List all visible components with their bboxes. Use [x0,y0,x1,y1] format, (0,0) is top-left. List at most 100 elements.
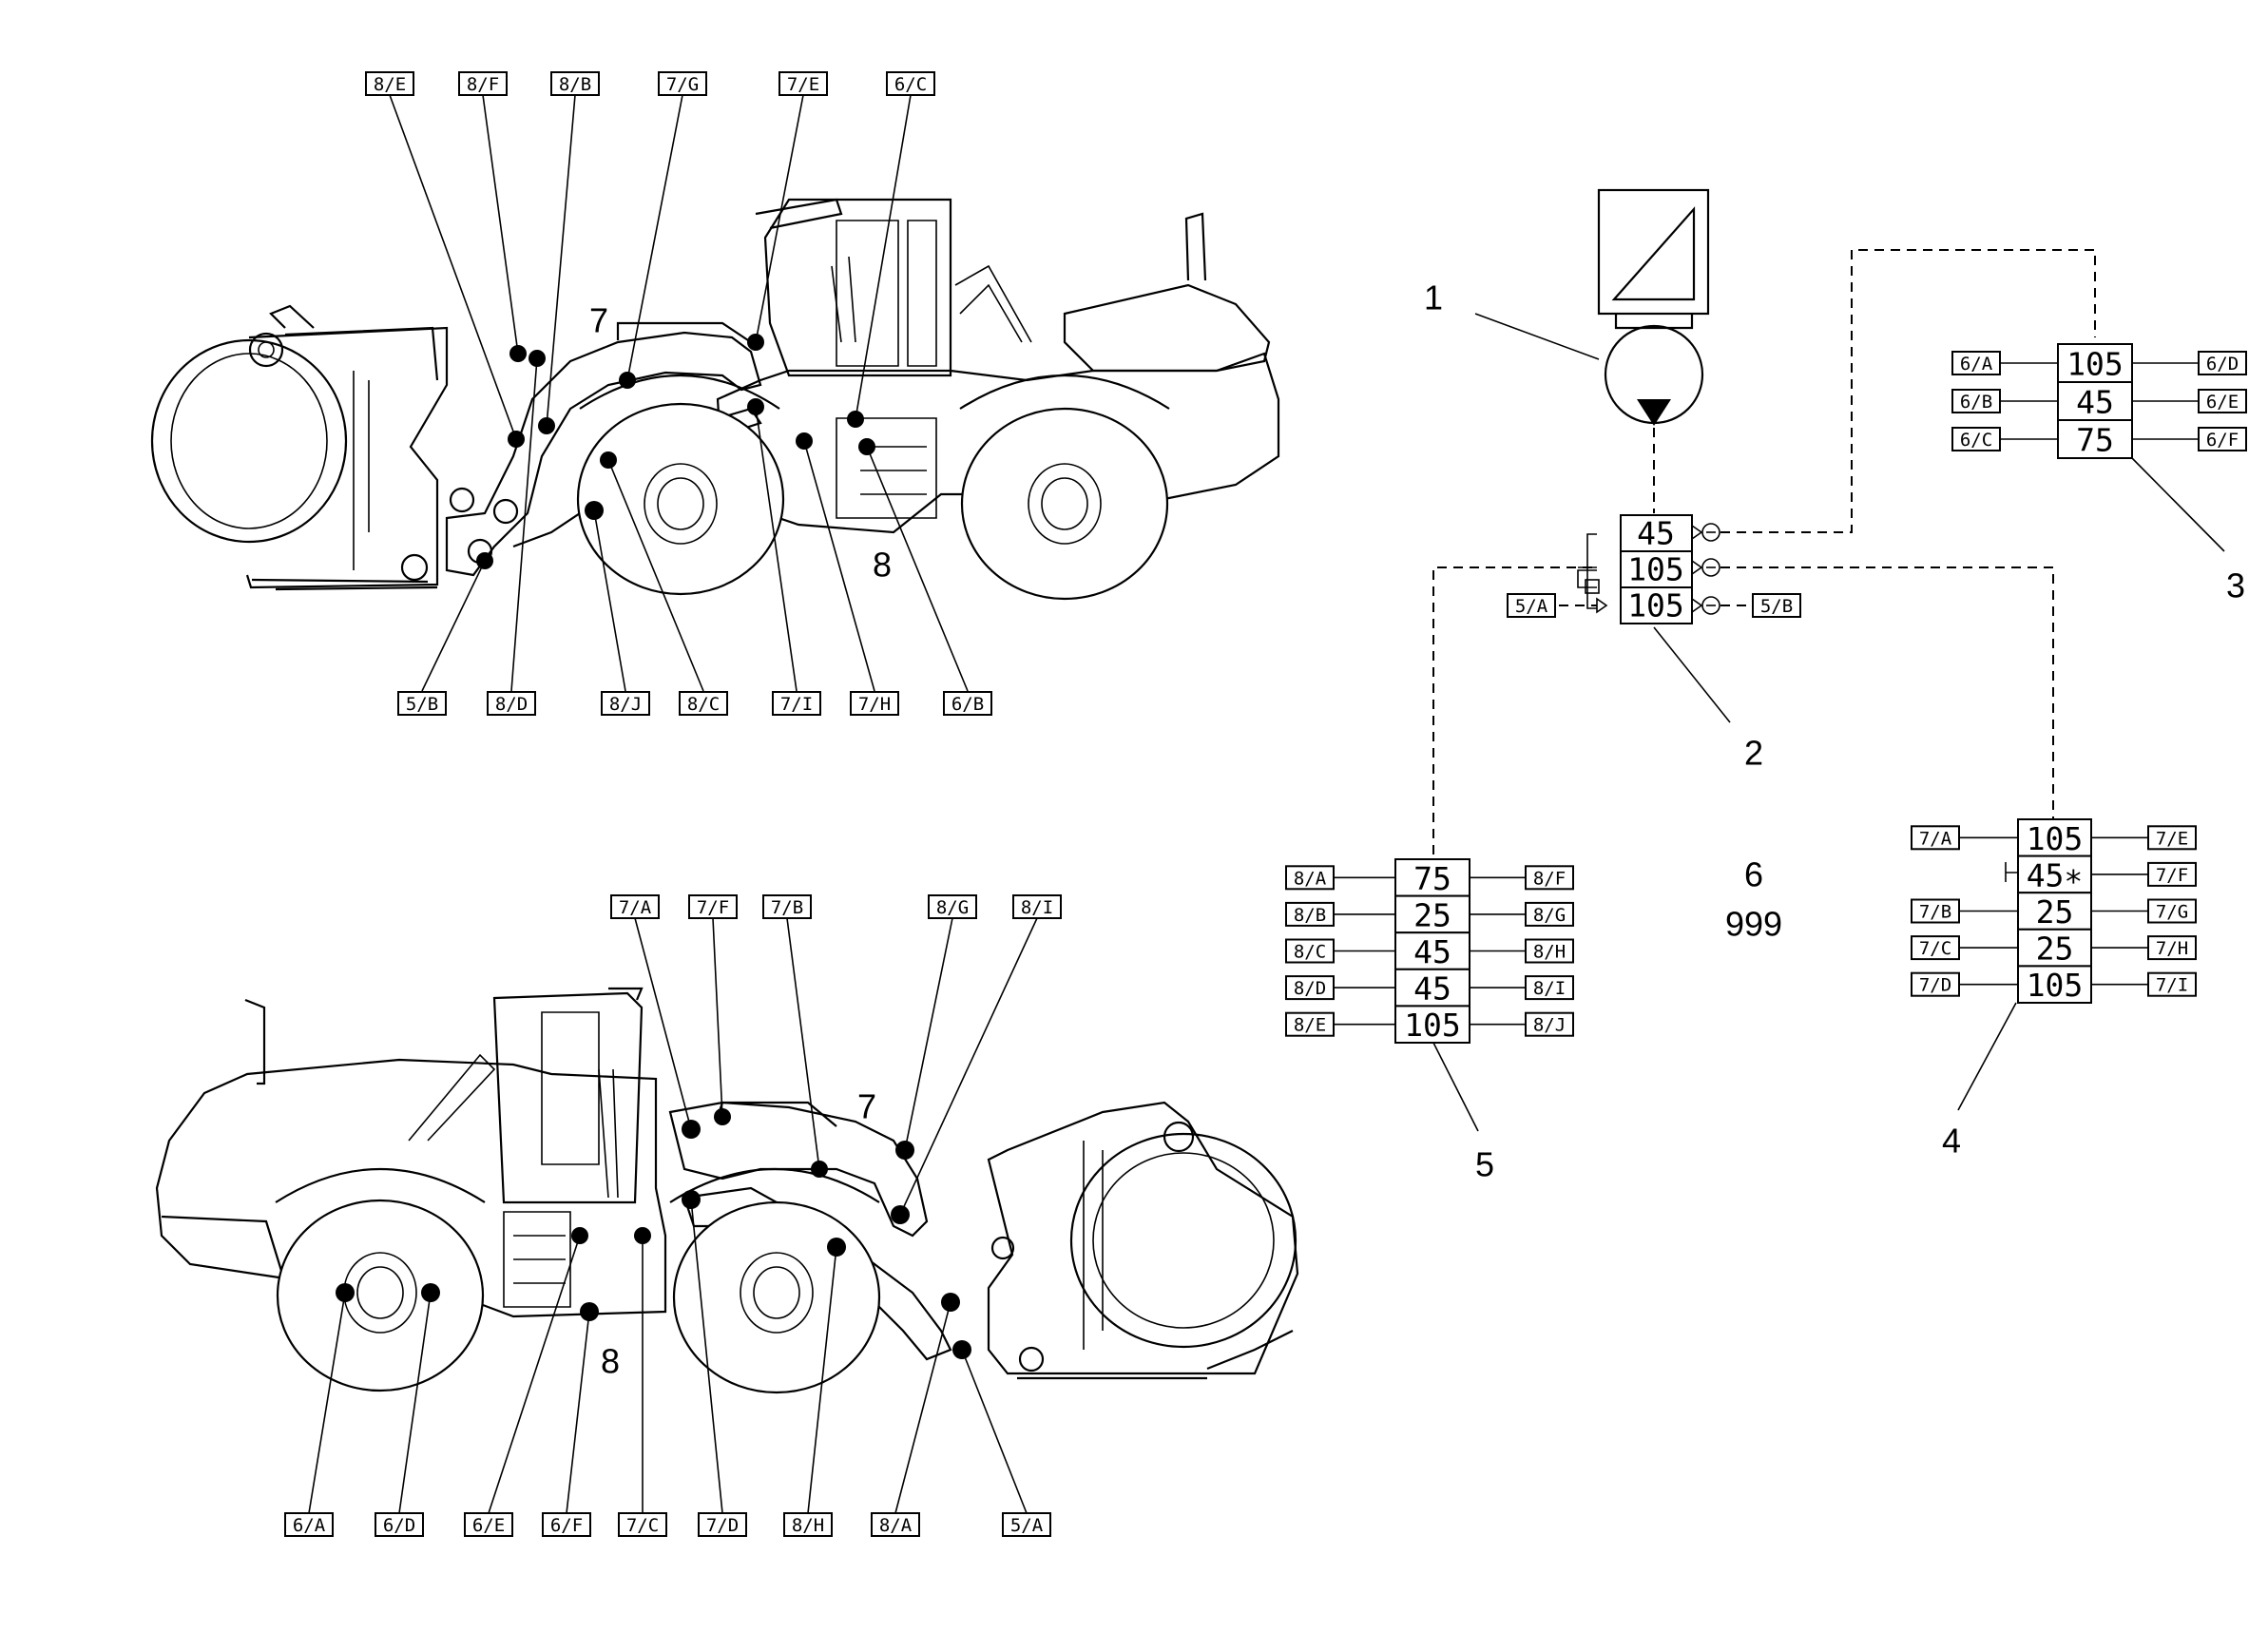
block_3-left-label: 6/C [1951,427,2001,451]
manifold-value: 105 [1627,587,1684,624]
top-callout-7: 7 [589,301,608,340]
top-leaders [389,94,969,692]
ref-label-text: 6/B [951,694,984,715]
block_4-right-label-text: 7/G [2156,902,2188,923]
block_4-cell: 105 [2017,818,2092,857]
ref-label: 6/E [464,1512,513,1537]
block_3-cell: 45 [2057,381,2133,421]
ref-label-text: 6/A [293,1515,326,1536]
ref-label-text: 7/G [666,74,699,95]
ref-label: 7/C [618,1512,667,1537]
ref-label-text: 8/B [559,74,591,95]
block_5-left-label-text: 8/A [1294,868,1327,889]
manifold-right-label-text: 5/B [1760,596,1793,617]
block_3-cell: 105 [2057,343,2133,383]
block_4-value: 45∗ [2027,856,2084,893]
block_3-left-label: 6/B [1951,389,2001,413]
block_4-value: 25 [2036,893,2074,931]
block_4-cell: 25 [2017,928,2092,968]
block_3-right-label-text: 6/D [2206,354,2239,374]
ref-label-text: 7/B [771,897,803,918]
manifold-cell: 45 [1620,514,1693,552]
ref-label-text: 8/D [495,694,528,715]
callout-4: 4 [1942,1122,1961,1161]
block_5-left-label: 8/D [1285,975,1335,1001]
manifold-cell: 105 [1620,550,1693,588]
block_4-right-label-text: 7/F [2156,865,2188,886]
block_5-right-label-text: 8/H [1533,942,1566,963]
bottom-callout-8: 8 [601,1342,620,1381]
block_5-left-label: 8/C [1285,938,1335,964]
top-callout-8: 8 [873,546,892,585]
block_4-left-label-text: 7/B [1919,902,1951,923]
bottom-callout-7: 7 [857,1087,876,1126]
block_3-value: 105 [2066,346,2124,383]
ref-label: 6/C [886,71,935,96]
ref-label-text: 6/C [894,74,927,95]
block_5-value: 25 [1413,896,1451,933]
block_5-cell: 75 [1394,858,1470,897]
ref-label: 8/D [487,691,536,716]
block_5-cell: 105 [1394,1005,1470,1044]
block_5-value: 75 [1413,860,1451,897]
ref-label: 5/B [397,691,447,716]
ref-label-text: 7/A [619,897,652,918]
block_5-right-label: 8/F [1525,865,1574,891]
block_4-right-label: 7/I [2147,971,2197,997]
manifold-value: 105 [1627,551,1684,588]
block_5-right-label: 8/J [1525,1011,1574,1037]
block_3-left-label-text: 6/A [1960,354,1993,374]
ref-label: 7/G [658,71,707,96]
block_5-left-label: 8/A [1285,865,1335,891]
block_5-right-label: 8/I [1525,975,1574,1001]
ref-label: 7/A [610,894,660,919]
block_3-right-label: 6/D [2198,351,2247,375]
block_4-cell: 25 [2017,892,2092,931]
ref-label: 6/D [375,1512,424,1537]
ref-label-text: 8/A [879,1515,913,1536]
block_4-cell: 105 [2017,965,2092,1004]
block_4-right-label: 7/E [2147,825,2197,851]
ref-label-text: 7/I [780,694,813,715]
ref-label: 8/I [1012,894,1062,919]
block_5-left-label: 8/E [1285,1011,1335,1037]
top-loader-view: 7 8 8/E8/F8/B7/G7/E6/C 5/B8/D8/J8/C7/I7/… [150,71,1280,716]
ref-label: 7/D [698,1512,747,1537]
callout-2: 2 [1744,734,1763,773]
block_5-right-label-text: 8/G [1533,905,1566,926]
top-wheels [576,374,1170,601]
block_5-value: 45 [1413,970,1451,1008]
ref-label: 7/I [772,691,821,716]
ref-label: 8/G [928,894,977,919]
block_4-right-label: 7/H [2147,935,2197,961]
block_5-right-label-text: 8/J [1533,1015,1566,1036]
block_4-right-label-text: 7/E [2156,828,2188,849]
ref-label-text: 8/F [467,74,499,95]
block_4-left-label-text: 7/A [1919,828,1952,849]
block_4-right-label: 7/G [2147,898,2197,924]
ref-label-text: 8/J [609,694,642,715]
manifold-right-label: 5/B [1752,593,1801,618]
bottom-leaders [308,917,1038,1514]
block_5-cell: 45 [1394,968,1470,1008]
ref-label: 8/E [365,71,414,96]
manifold-value: 45 [1637,515,1675,552]
ref-label: 6/B [943,691,992,716]
ref-label-text: 7/D [706,1515,739,1536]
ref-label: 8/A [871,1512,920,1537]
ref-label: 8/F [458,71,508,96]
block_3-right-label: 6/F [2198,427,2247,451]
grease-reservoir [1597,188,1710,330]
ref-label-text: 5/B [406,694,438,715]
block_4-right-label: 7/F [2147,861,2197,887]
ref-label: 6/A [284,1512,334,1537]
block_4-left-label: 7/C [1911,935,1960,961]
